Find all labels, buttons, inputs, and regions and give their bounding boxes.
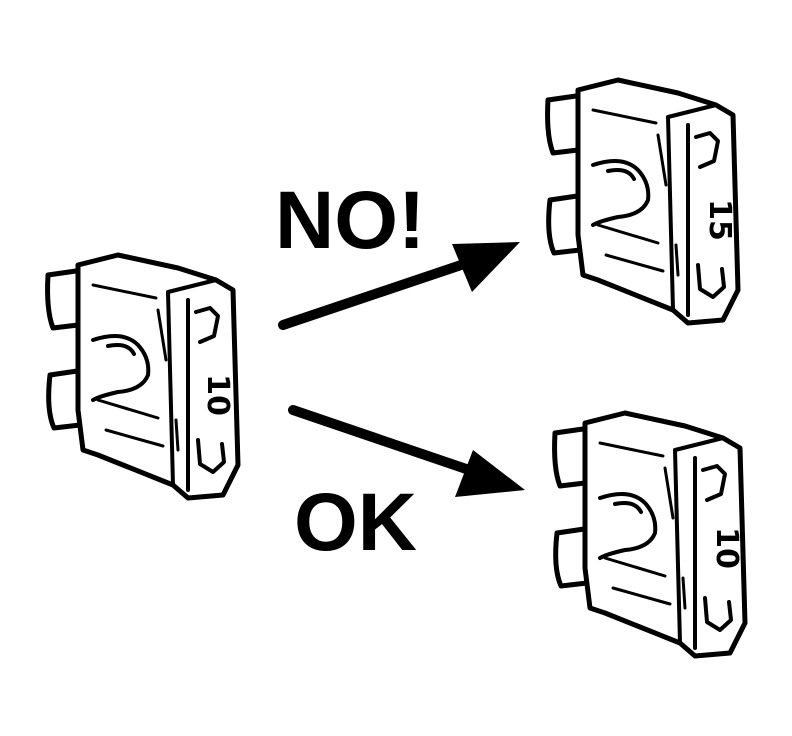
ok-label: OK xyxy=(294,477,417,568)
correct-replacement-fuse: 10 xyxy=(555,413,745,656)
original-fuse-rating: 10 xyxy=(200,374,235,416)
original-fuse: 10 xyxy=(48,255,238,498)
arrow-to-correct-fuse xyxy=(288,405,525,497)
arrow-to-wrong-fuse xyxy=(278,242,520,330)
arrow-head-icon xyxy=(452,242,520,292)
wrong-replacement-fuse: 15 xyxy=(548,80,738,323)
no-label: NO! xyxy=(275,175,425,266)
correct-fuse-rating: 10 xyxy=(709,527,744,569)
wrong-fuse-rating: 15 xyxy=(702,199,737,241)
arrow-head-icon xyxy=(455,450,525,497)
